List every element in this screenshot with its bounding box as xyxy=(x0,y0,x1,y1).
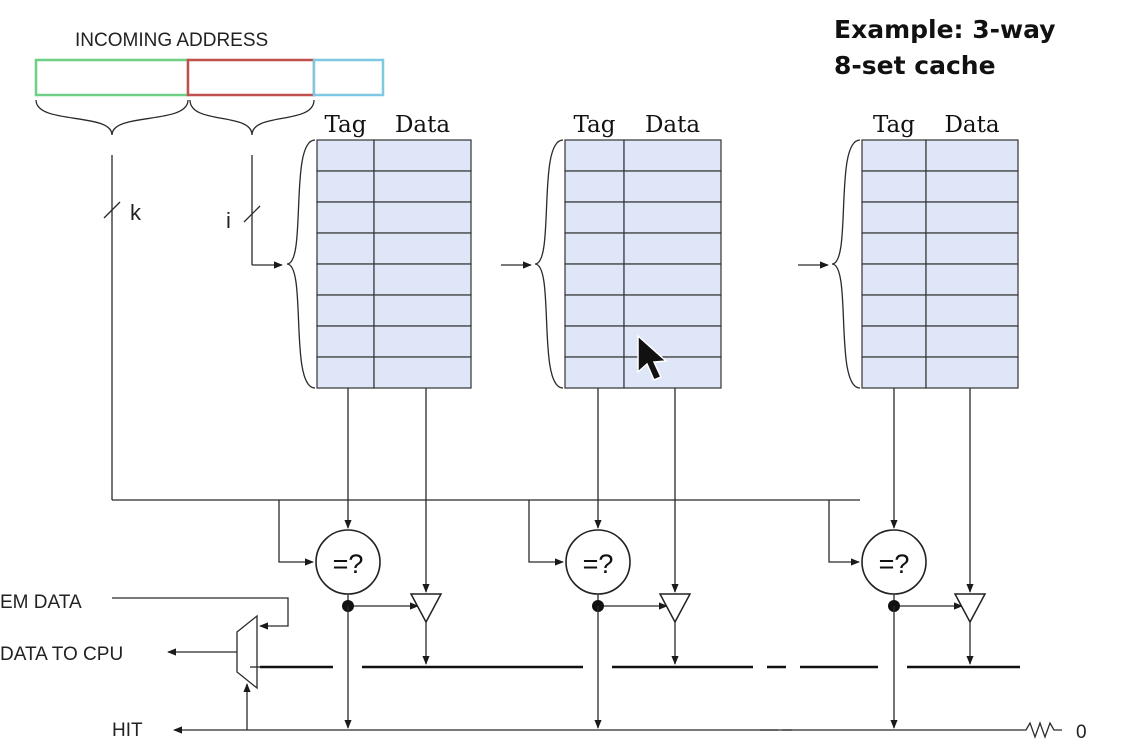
hit-label: HIT xyxy=(112,720,143,741)
way-1-data-cell xyxy=(373,325,472,358)
tag-bits-slash xyxy=(103,201,121,219)
title-line-2: 8-set cache xyxy=(834,51,996,80)
way-1-tag-cell xyxy=(316,170,375,203)
way-1-tag-cell xyxy=(316,294,375,327)
way-3-data-cell xyxy=(925,139,1019,172)
way-2-tag-cell xyxy=(564,201,625,234)
way-3-data-cell xyxy=(925,170,1019,203)
index-bits-slash xyxy=(243,205,261,223)
way-1-tag-cell xyxy=(316,232,375,265)
data-to-cpu-label: DATA TO CPU xyxy=(0,644,123,665)
incoming-address-fields xyxy=(34,58,385,97)
way-3-compare-feed xyxy=(828,500,860,566)
way-2-tag-cell xyxy=(564,232,625,265)
way-3-tag-cell xyxy=(861,139,927,172)
way-1-data-header: Data xyxy=(395,112,450,138)
way-3-comparator-label: =? xyxy=(879,549,910,579)
way-3-tag-cell xyxy=(861,294,927,327)
way-1-comparator-label: =? xyxy=(333,549,364,579)
cache-way-1: Tag Data =? xyxy=(278,112,472,729)
mem-data-label: EM DATA xyxy=(0,592,82,613)
way-3-data-header: Data xyxy=(944,112,999,138)
tag-field-brace xyxy=(35,99,189,136)
way-2-data-header: Data xyxy=(645,112,700,138)
way-2-data-cell xyxy=(623,294,722,327)
cache-ways: Tag Data =? Tag Data =? Tag Data =? xyxy=(278,112,1019,729)
way-2-compare-feed xyxy=(528,500,564,566)
way-3-data-cell xyxy=(925,232,1019,265)
way-3-data-cell xyxy=(925,356,1019,389)
way-2-tag-cell xyxy=(564,139,625,172)
way-2-tristate-buffer xyxy=(658,593,692,624)
way-2-tag-cell xyxy=(564,170,625,203)
way-1-data-cell xyxy=(373,294,472,327)
way-1-tag-cell xyxy=(316,325,375,358)
way-3-tag-cell xyxy=(861,232,927,265)
way-1-tag-cell xyxy=(316,356,375,389)
way-1-tristate-buffer xyxy=(409,593,443,624)
way-2-data-cell xyxy=(623,170,722,203)
way-1-tag-header: Tag xyxy=(325,112,367,138)
way-2-tag-cell xyxy=(564,294,625,327)
address-index-field xyxy=(186,58,316,97)
way-3-index-brace xyxy=(831,139,861,389)
way-2-tag-cell xyxy=(564,356,625,389)
pulldown-value: 0 xyxy=(1076,722,1087,743)
address-tag-field xyxy=(34,58,190,97)
way-1-index-brace xyxy=(286,139,316,389)
way-3-data-cell xyxy=(925,201,1019,234)
way-2-data-cell xyxy=(623,139,722,172)
incoming-address-label: INCOMING ADDRESS xyxy=(75,30,268,51)
output-mux xyxy=(236,614,258,690)
way-3-tag-cell xyxy=(861,201,927,234)
way-1-data-cell xyxy=(373,232,472,265)
way-2-tag-header: Tag xyxy=(574,112,616,138)
way-3-tag-cell xyxy=(861,263,927,296)
pulldown-resistor-icon xyxy=(1020,721,1062,739)
way-2-index-brace xyxy=(534,139,564,389)
way-1-data-cell xyxy=(373,201,472,234)
way-2-comparator-label: =? xyxy=(583,549,614,579)
way-3-data-cell xyxy=(925,325,1019,358)
index-bits-label: i xyxy=(226,208,231,233)
way-3-tag-cell xyxy=(861,170,927,203)
mouse-pointer-icon xyxy=(637,334,668,381)
way-3-tristate-buffer xyxy=(953,593,987,624)
way-3-tag-cell xyxy=(861,356,927,389)
way-1-tag-cell xyxy=(316,139,375,172)
way-1-data-cell xyxy=(373,263,472,296)
way-2-data-cell xyxy=(623,263,722,296)
way-1-tag-cell xyxy=(316,201,375,234)
mem-data-wire xyxy=(112,597,289,630)
way-3-tag-cell xyxy=(861,325,927,358)
way-1-data-cell xyxy=(373,139,472,172)
way-1-compare-feed xyxy=(278,500,314,566)
way-1-data-cell xyxy=(373,356,472,389)
way-2-tag-cell xyxy=(564,325,625,358)
cache-way-3: Tag Data =? xyxy=(798,112,1019,729)
way-3-data-cell xyxy=(925,263,1019,296)
way-1-data-cell xyxy=(373,170,472,203)
title-line-1: Example: 3-way xyxy=(834,15,1056,44)
way-2-data-cell xyxy=(623,232,722,265)
tag-bits-label: k xyxy=(130,200,142,225)
index-field-brace xyxy=(189,99,315,136)
way-2-data-cell xyxy=(623,201,722,234)
address-offset-field xyxy=(312,58,385,97)
way-3-tag-header: Tag xyxy=(873,112,915,138)
way-2-tag-cell xyxy=(564,263,625,296)
way-3-data-cell xyxy=(925,294,1019,327)
way-1-tag-cell xyxy=(316,263,375,296)
cache-way-2: Tag Data =? xyxy=(501,112,722,729)
